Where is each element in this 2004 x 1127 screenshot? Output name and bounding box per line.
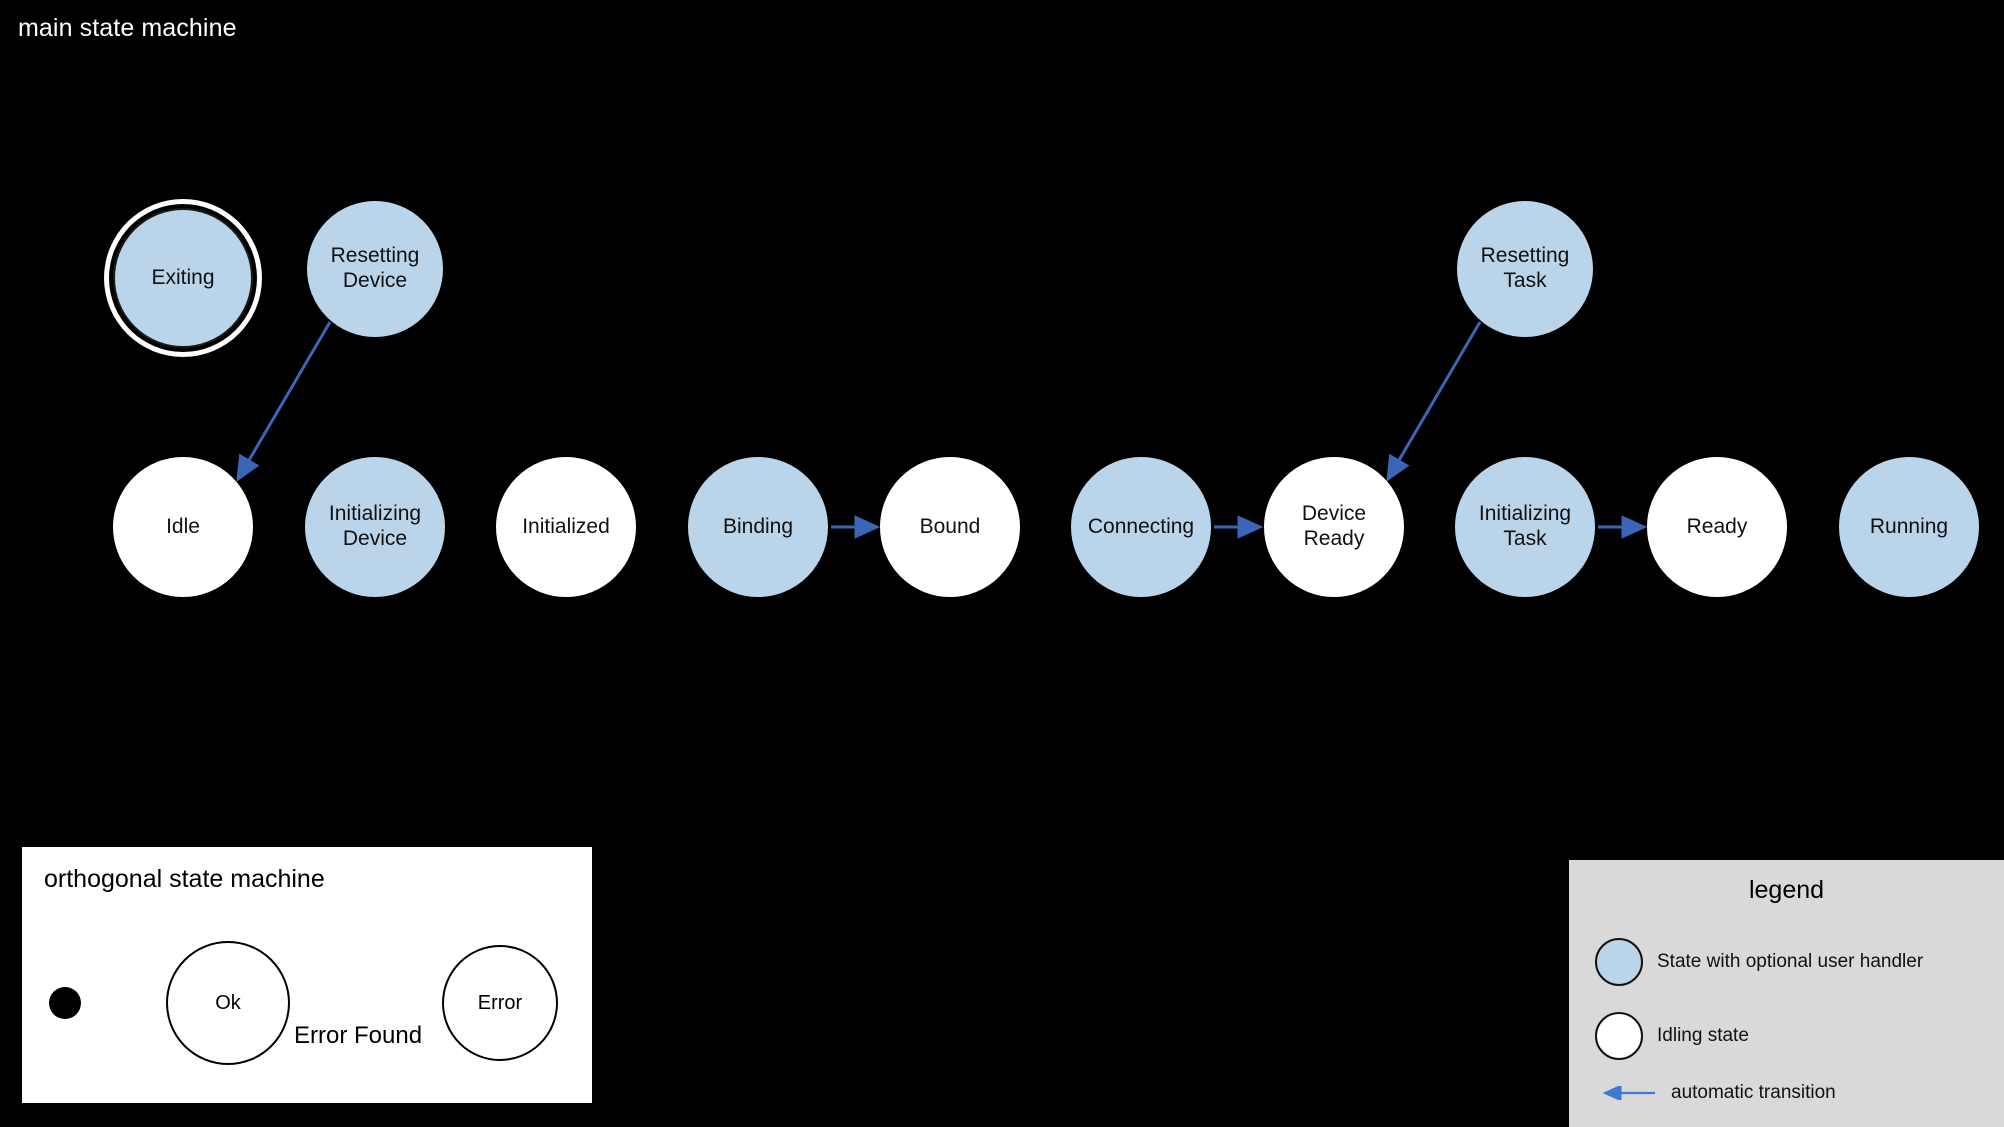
state-node-label: Connecting	[1087, 514, 1195, 538]
state-node-label: Running	[1869, 514, 1949, 538]
state-node-binding[interactable]: Binding	[688, 457, 828, 597]
legend-row-handler-state: State with optional user handler	[1595, 938, 1923, 986]
ortho-state-node-error[interactable]: Error	[442, 945, 558, 1061]
white-circle-swatch-icon	[1595, 1012, 1643, 1060]
state-node-label: Idle	[166, 514, 200, 538]
state-node-initializing-device[interactable]: Initializing Device	[305, 457, 445, 597]
state-node-label: Initializing Task	[1478, 502, 1572, 550]
blue-circle-swatch-icon	[1595, 938, 1643, 986]
ortho-transition-label-error-found: Error Found	[294, 1022, 423, 1049]
page-title: main state machine	[18, 14, 237, 42]
legend-panel: legend State with optional user handler …	[1569, 860, 2004, 1127]
initial-state-dot-icon	[49, 987, 81, 1019]
state-node-label: Ready	[1686, 514, 1748, 538]
ortho-state-node-label: Error	[477, 991, 523, 1014]
legend-label-handler-state: State with optional user handler	[1657, 951, 1924, 972]
state-node-initializing-task[interactable]: Initializing Task	[1455, 457, 1595, 597]
state-node-ready[interactable]: Ready	[1647, 457, 1787, 597]
state-node-resetting-device[interactable]: Resetting Device	[307, 201, 443, 337]
legend-row-idling-state: Idling state	[1595, 1012, 1749, 1060]
state-node-exiting[interactable]: Exiting	[113, 208, 253, 348]
state-node-label: Initialized	[522, 514, 610, 538]
left-arrow-icon	[1595, 1084, 1657, 1102]
state-node-resetting-task[interactable]: Resetting Task	[1457, 201, 1593, 337]
transition-resetting-device-to-idle	[236, 321, 332, 482]
ortho-state-node-label: Ok	[215, 991, 241, 1014]
transition-resetting-task-to-device-ready	[1386, 321, 1482, 482]
state-node-label: Initializing Device	[328, 502, 422, 550]
state-node-running[interactable]: Running	[1839, 457, 1979, 597]
state-node-idle[interactable]: Idle	[113, 457, 253, 597]
state-node-label: Binding	[722, 514, 794, 538]
state-node-label: Bound	[919, 514, 981, 538]
state-node-label: Exiting	[151, 265, 215, 289]
state-node-device-ready[interactable]: Device Ready	[1264, 457, 1404, 597]
legend-row-automatic-transition: automatic transition	[1595, 1082, 1836, 1104]
state-node-bound[interactable]: Bound	[880, 457, 1020, 597]
state-node-connecting[interactable]: Connecting	[1071, 457, 1211, 597]
state-node-label: Device Ready	[1301, 502, 1367, 550]
orthogonal-panel-title: orthogonal state machine	[44, 865, 325, 893]
state-node-initialized[interactable]: Initialized	[496, 457, 636, 597]
legend-label-idling-state: Idling state	[1657, 1025, 1749, 1046]
legend-label-automatic-transition: automatic transition	[1671, 1082, 1836, 1103]
ortho-state-node-ok[interactable]: Ok	[166, 941, 290, 1065]
state-node-label: Resetting Task	[1480, 244, 1570, 292]
state-node-label: Resetting Device	[330, 244, 420, 292]
legend-title: legend	[1748, 876, 1825, 904]
